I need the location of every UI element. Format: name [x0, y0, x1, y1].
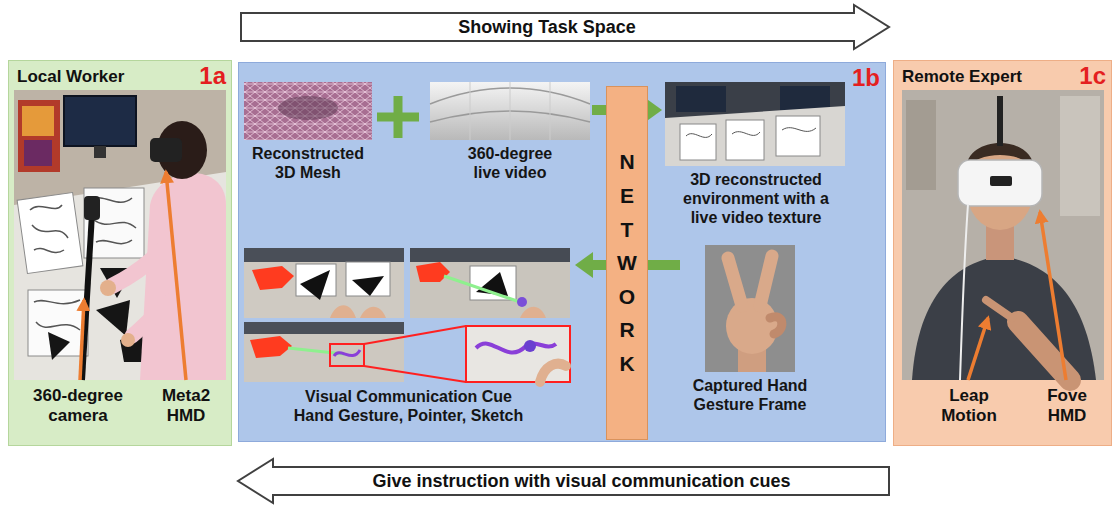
arrow-label: Give instruction with visual communicati… — [372, 470, 790, 492]
direction-arrow: Give instruction with visual communicati… — [237, 458, 890, 504]
network-panel: 1bReconstructed 3D Mesh 360-degree live v… — [238, 62, 886, 442]
network-band: NETWORK — [606, 86, 648, 440]
direction-arrow: Showing Task Space — [240, 4, 890, 50]
image-caption: Reconstructed 3D Mesh — [244, 144, 372, 182]
image-tile: Visual Communication Cue Hand Gesture, P… — [242, 245, 575, 425]
panel-header: Remote Expert 1c — [894, 62, 1111, 90]
image-caption: Captured Hand Gesture Frame — [685, 376, 815, 414]
panel-header: 1b — [239, 64, 885, 92]
panel-heading: Remote Expert — [902, 67, 1022, 87]
panel-number: 1a — [199, 62, 226, 90]
arrow-label: Showing Task Space — [458, 16, 636, 38]
arrow-shape — [241, 5, 889, 49]
panel-header: Local Worker 1a — [9, 62, 231, 90]
image-caption: 3D reconstructed environment with a live… — [681, 170, 831, 227]
arrow-shape — [238, 459, 889, 503]
panel-number: 1c — [1079, 62, 1106, 90]
expert-panel: Remote Expert 1c — [893, 60, 1112, 446]
image-tile: 3D reconstructed environment with a live… — [662, 82, 850, 227]
image-tile: 360-degree live video — [428, 82, 592, 182]
image-caption: 360-degree live video — [460, 144, 560, 182]
image-tile: Captured Hand Gesture Frame — [680, 245, 820, 414]
worker-panel: Local Worker 1a — [8, 60, 232, 446]
panel-heading: Local Worker — [17, 67, 124, 87]
panel-number: 1b — [852, 64, 880, 92]
image-tile: Reconstructed 3D Mesh — [244, 82, 372, 182]
band-label: NETWORK — [617, 145, 638, 380]
image-caption: Visual Communication Cue Hand Gesture, P… — [284, 387, 534, 425]
arrow-head — [575, 252, 593, 278]
